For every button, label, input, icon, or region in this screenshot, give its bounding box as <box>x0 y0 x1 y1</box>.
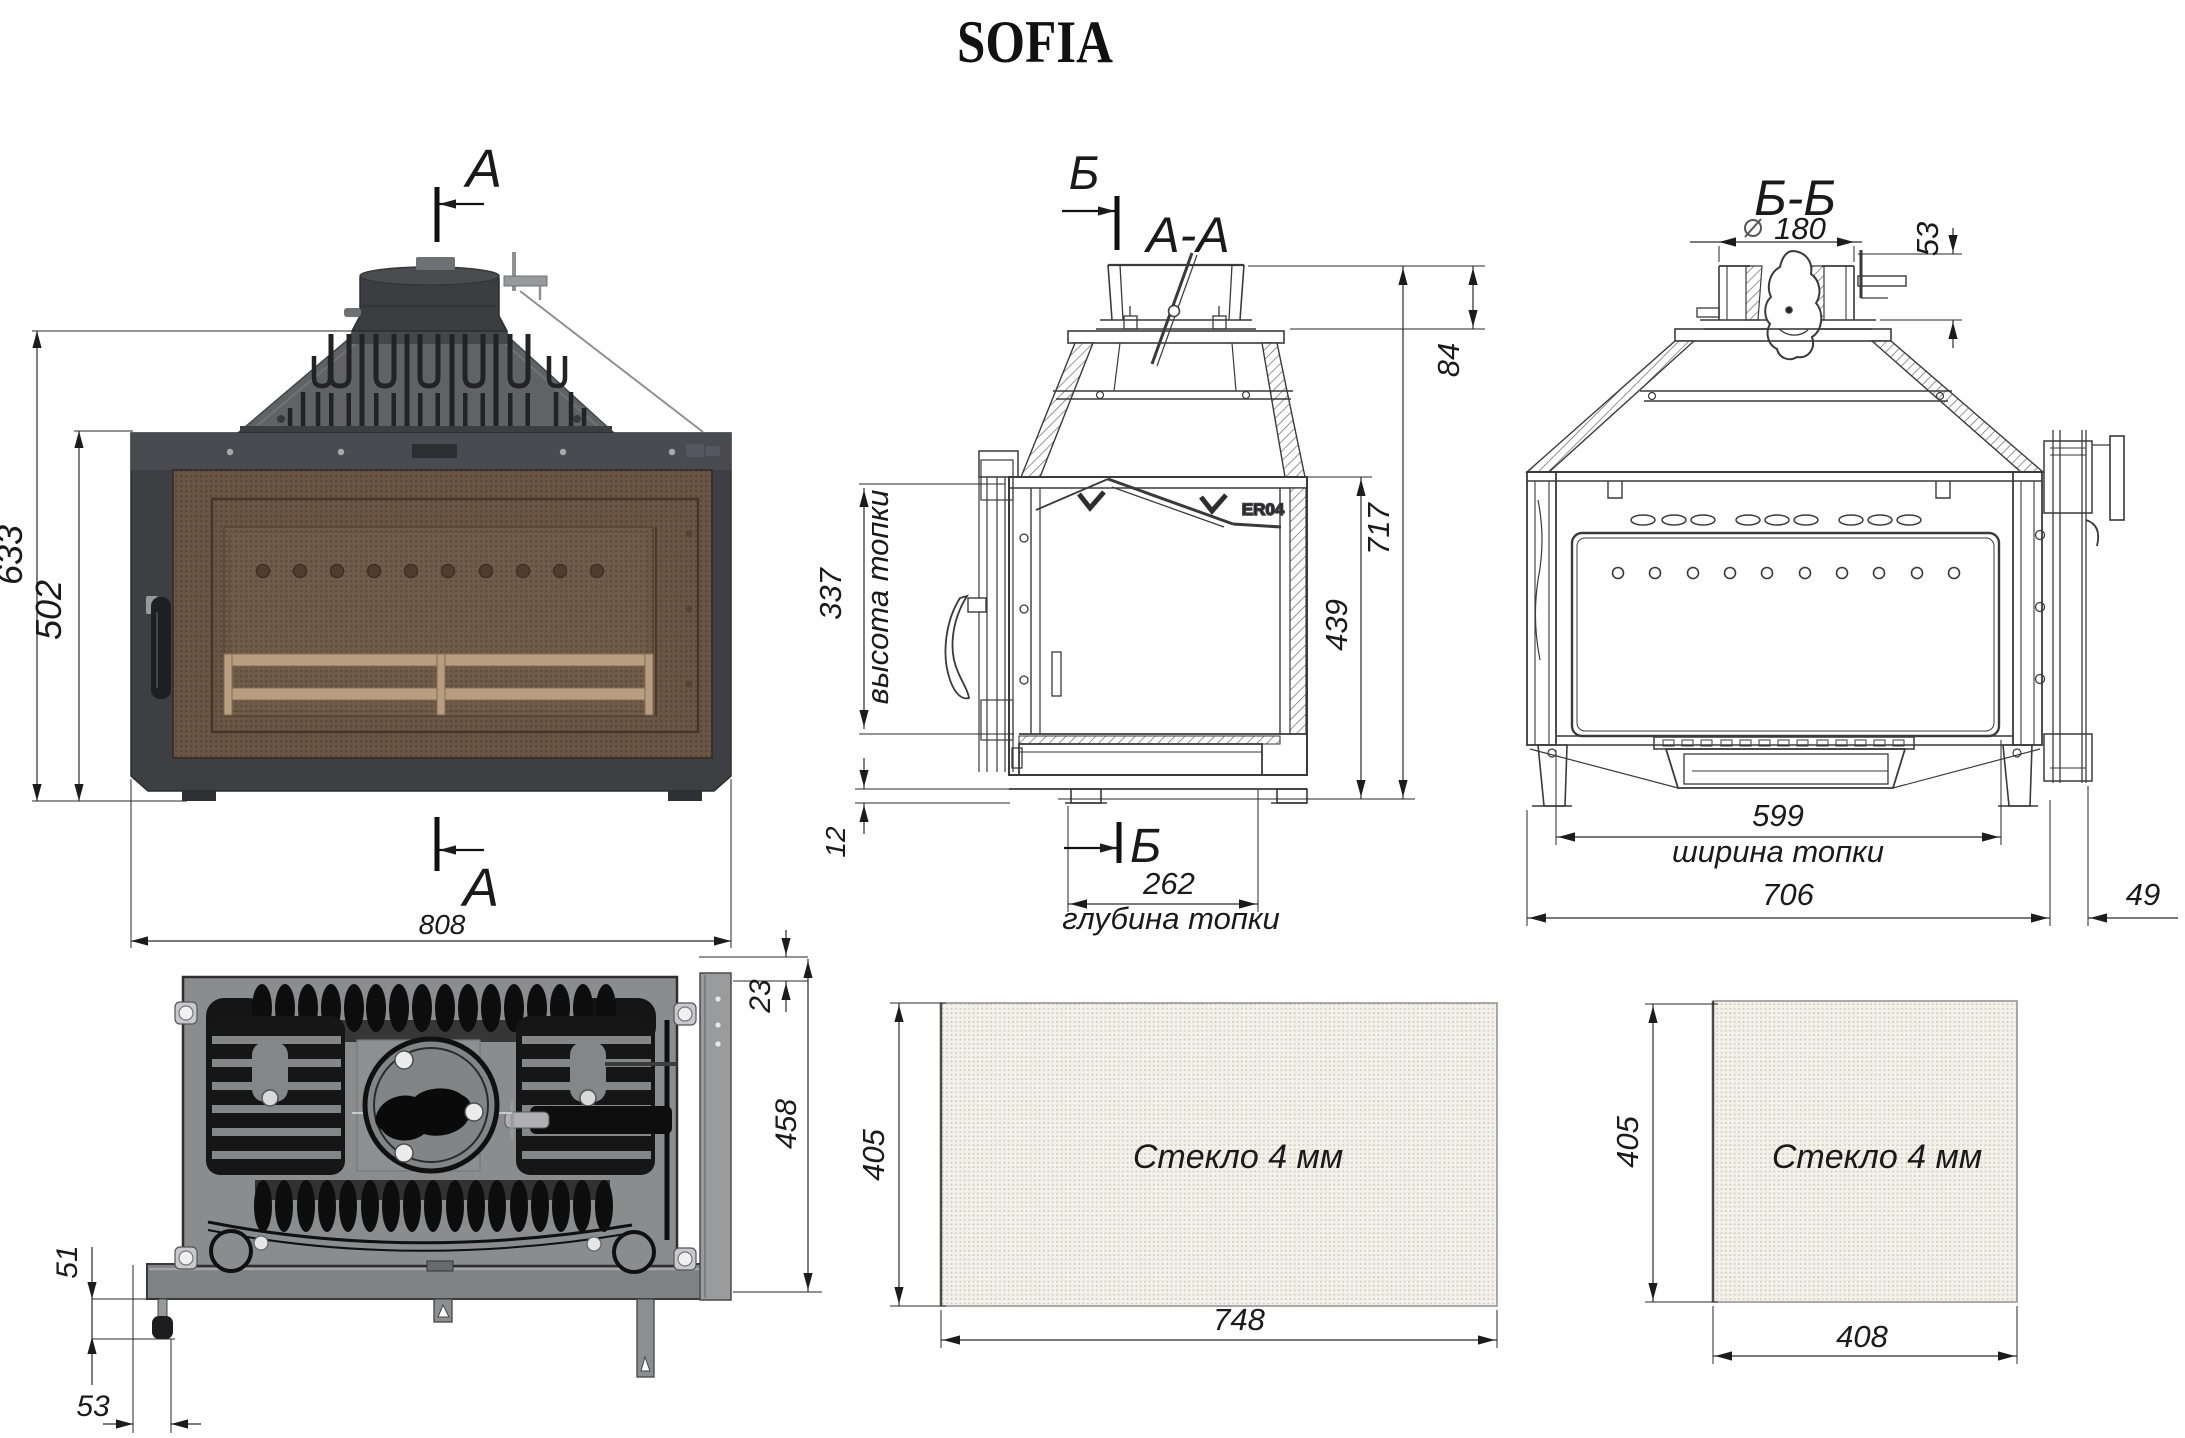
svg-text:53: 53 <box>76 1390 110 1423</box>
svg-text:337: 337 <box>813 566 848 619</box>
svg-text:405: 405 <box>1610 1115 1645 1167</box>
svg-text:A: A <box>460 858 499 918</box>
svg-text:439: 439 <box>1319 599 1354 651</box>
svg-text:808: 808 <box>419 909 466 940</box>
svg-text:405: 405 <box>856 1128 891 1180</box>
svg-text:262: 262 <box>1142 866 1195 901</box>
svg-text:Стекло 4 мм: Стекло 4 мм <box>1133 1138 1343 1176</box>
svg-text:Б: Б <box>1130 820 1161 873</box>
svg-text:502: 502 <box>28 580 69 640</box>
svg-text:633: 633 <box>0 525 30 585</box>
svg-text:глубина топки: глубина топки <box>1062 901 1280 936</box>
svg-text:408: 408 <box>1836 1319 1888 1354</box>
svg-text:A: A <box>463 139 502 199</box>
svg-text:высота топки: высота топки <box>860 490 895 705</box>
svg-text:ER04: ER04 <box>1242 500 1285 519</box>
svg-text:49: 49 <box>2126 877 2160 912</box>
svg-text:53: 53 <box>1910 222 1945 256</box>
svg-text:12: 12 <box>820 826 851 858</box>
svg-text:599: 599 <box>1752 798 1804 833</box>
svg-text:748: 748 <box>1213 1302 1265 1337</box>
svg-text:ширина топки: ширина топки <box>1672 834 1884 869</box>
svg-text:706: 706 <box>1762 877 1814 912</box>
svg-text:717: 717 <box>1361 501 1396 554</box>
svg-text:458: 458 <box>770 1099 803 1149</box>
svg-text:180: 180 <box>1774 211 1826 246</box>
svg-text:A-A: A-A <box>1143 207 1229 263</box>
svg-text:Стекло 4 мм: Стекло 4 мм <box>1772 1138 1982 1176</box>
svg-text:51: 51 <box>51 1245 84 1278</box>
svg-text:Б-Б: Б-Б <box>1754 170 1836 226</box>
svg-text:84: 84 <box>1431 343 1466 377</box>
svg-text:23: 23 <box>744 979 777 1014</box>
svg-text:Б: Б <box>1069 146 1100 199</box>
svg-text:SOFIA: SOFIA <box>957 9 1113 75</box>
